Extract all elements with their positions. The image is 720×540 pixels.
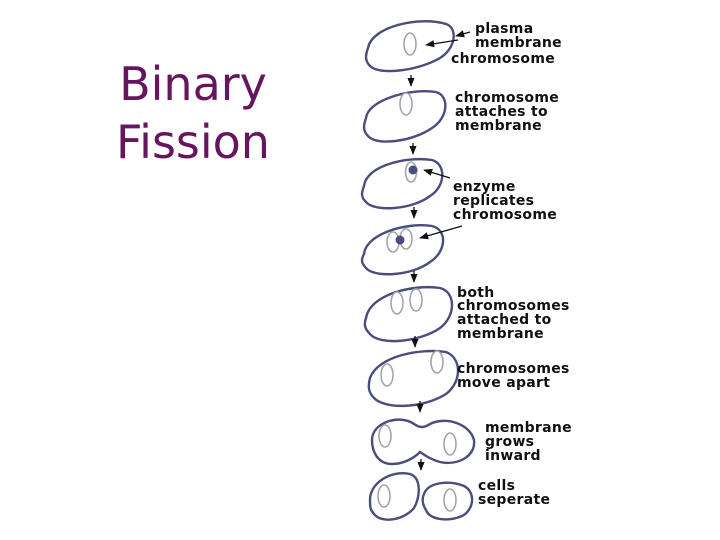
replication-enzyme (408, 165, 418, 175)
cell-stage-6 (367, 349, 460, 408)
cell-stage-3 (360, 158, 451, 210)
label-6-line-3: inward (485, 448, 541, 464)
chromosome-5a (390, 291, 404, 315)
label-2-line-3: membrane (455, 118, 542, 134)
label-4-line-4: membrane (457, 326, 544, 342)
label-6-line-2: grows (485, 434, 534, 450)
cell-stage-2 (362, 90, 447, 143)
label-1-line-2: membrane (475, 35, 562, 51)
pointer-replication (419, 225, 463, 240)
label-4-line-2: chromosomes (457, 298, 570, 314)
chromosome-8a (377, 484, 391, 508)
label-1-line-1: plasma (475, 21, 533, 37)
label-3-line-3: chromosome (453, 207, 557, 223)
title-line-2: Fission (116, 115, 270, 169)
label-2-line-2: attaches to (455, 104, 548, 120)
title-line-1: Binary (119, 57, 267, 111)
chromosome-1 (403, 32, 417, 56)
replication-enzyme-2 (395, 235, 405, 245)
label-7-line-2: seperate (478, 492, 550, 508)
label-3-line-1: enzyme (453, 179, 516, 195)
label-6-line-1: membrane (485, 420, 572, 436)
label-3-line-2: replicates (453, 193, 534, 209)
cell-stage-8 (368, 472, 474, 521)
step-label-5: chromosomes move apart (457, 361, 570, 391)
label-1-line-3: chromosome (451, 51, 555, 67)
chromosome-6a (380, 363, 394, 387)
pointer-enzyme (423, 168, 451, 179)
slide-title: Binary Fission (108, 55, 278, 171)
chromosome-2 (399, 92, 413, 116)
step-label-4: both chromosomes attached to membrane (457, 285, 570, 342)
cell-stage-7 (370, 418, 476, 466)
step-label-2: chromosome attaches to membrane (455, 90, 559, 134)
chromosome-6b (430, 350, 444, 374)
step-label-1: plasma membrane chromosome (451, 21, 562, 67)
label-4-line-3: attached to (457, 312, 552, 328)
chromosome-7b (443, 432, 457, 456)
cell-stage-1 (364, 20, 471, 73)
cell-stage-4 (360, 224, 463, 276)
label-5-line-1: chromosomes (457, 361, 570, 377)
step-label-3: enzyme replicates chromosome (453, 179, 557, 223)
cell-stage-5 (363, 286, 454, 343)
label-2-line-1: chromosome (455, 90, 559, 106)
label-7-line-1: cells (478, 478, 515, 494)
chromosome-8b (443, 488, 457, 512)
pointer-chromosome (455, 30, 471, 38)
label-4-line-1: both (457, 285, 495, 301)
chromosome-5b (409, 288, 423, 312)
label-5-line-2: move apart (457, 375, 550, 391)
step-label-7: cells seperate (478, 478, 550, 508)
chromosome-7a (378, 424, 392, 448)
pointer-plasma-membrane (425, 39, 459, 48)
step-label-6: membrane grows inward (485, 420, 572, 464)
